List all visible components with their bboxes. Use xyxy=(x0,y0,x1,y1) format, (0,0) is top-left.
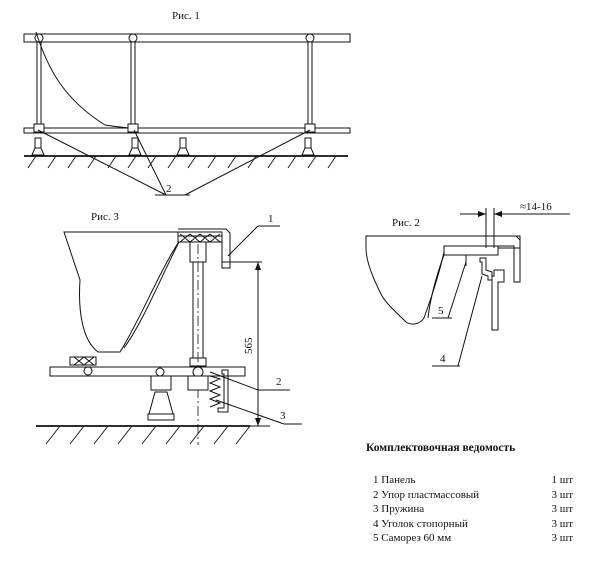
figure-2: Рис. 2 ≈14-16 5 4 xyxy=(365,201,570,367)
fig3-callout-2: 2 xyxy=(276,376,282,388)
spec-item: 2 Упор пластмассовый 3 шт xyxy=(373,488,573,503)
spec-item-name: 5 Саморез 60 мм xyxy=(373,532,452,545)
bathtub-body-outline xyxy=(35,31,340,130)
spec-item-qty: 1 шт xyxy=(551,474,573,486)
fig1-callout-2: 2 xyxy=(166,183,172,195)
figure-1: Рис. 1 xyxy=(23,10,351,196)
fig3-callout-3: 3 xyxy=(280,410,286,422)
spec-item-name: 2 Упор пластмассовый xyxy=(373,488,480,501)
spec-item: 4 Уголок стопорный 3 шт xyxy=(373,517,573,532)
spec-item-qty: 3 шт xyxy=(551,532,573,545)
spec-item-name: 1 Панель xyxy=(373,474,416,486)
spec-list: 1 Панель 1 шт 2 Упор пластмассовый 3 шт … xyxy=(373,473,573,546)
fig3-height-dimension: 565 xyxy=(243,337,255,354)
support-feet xyxy=(31,137,315,156)
fig2-dimension: ≈14-16 xyxy=(520,201,552,213)
spring xyxy=(208,375,222,408)
spec-item: 5 Саморез 60 мм 3 шт xyxy=(373,531,573,546)
spec-title: Комплектовочная ведомость xyxy=(366,442,516,454)
fig3-callout-1: 1 xyxy=(268,213,274,225)
fig2-callout-5: 5 xyxy=(438,305,444,317)
figure-3: Рис. 3 565 xyxy=(36,211,302,445)
spec-item: 3 Пружина 3 шт xyxy=(373,502,573,517)
spec-item: 1 Панель 1 шт xyxy=(373,473,573,488)
bottom-frame xyxy=(23,127,351,134)
spec-item-name: 4 Уголок стопорный xyxy=(373,517,468,530)
figure-2-title: Рис. 2 xyxy=(392,217,420,229)
figure-1-title: Рис. 1 xyxy=(172,10,200,22)
spec-item-name: 3 Пружина xyxy=(373,503,425,516)
spec-item-qty: 3 шт xyxy=(551,503,573,516)
bathtub-section xyxy=(63,231,181,353)
frame-beam xyxy=(49,366,246,377)
figure-3-title: Рис. 3 xyxy=(91,211,119,223)
spec-item-qty: 3 шт xyxy=(551,488,573,501)
panel-top-profile xyxy=(178,228,231,269)
spec-item-qty: 3 шт xyxy=(551,517,573,530)
bathtub-rim xyxy=(23,33,351,43)
fig2-callout-4: 4 xyxy=(440,353,446,365)
fig2-panel-lip xyxy=(491,269,505,331)
